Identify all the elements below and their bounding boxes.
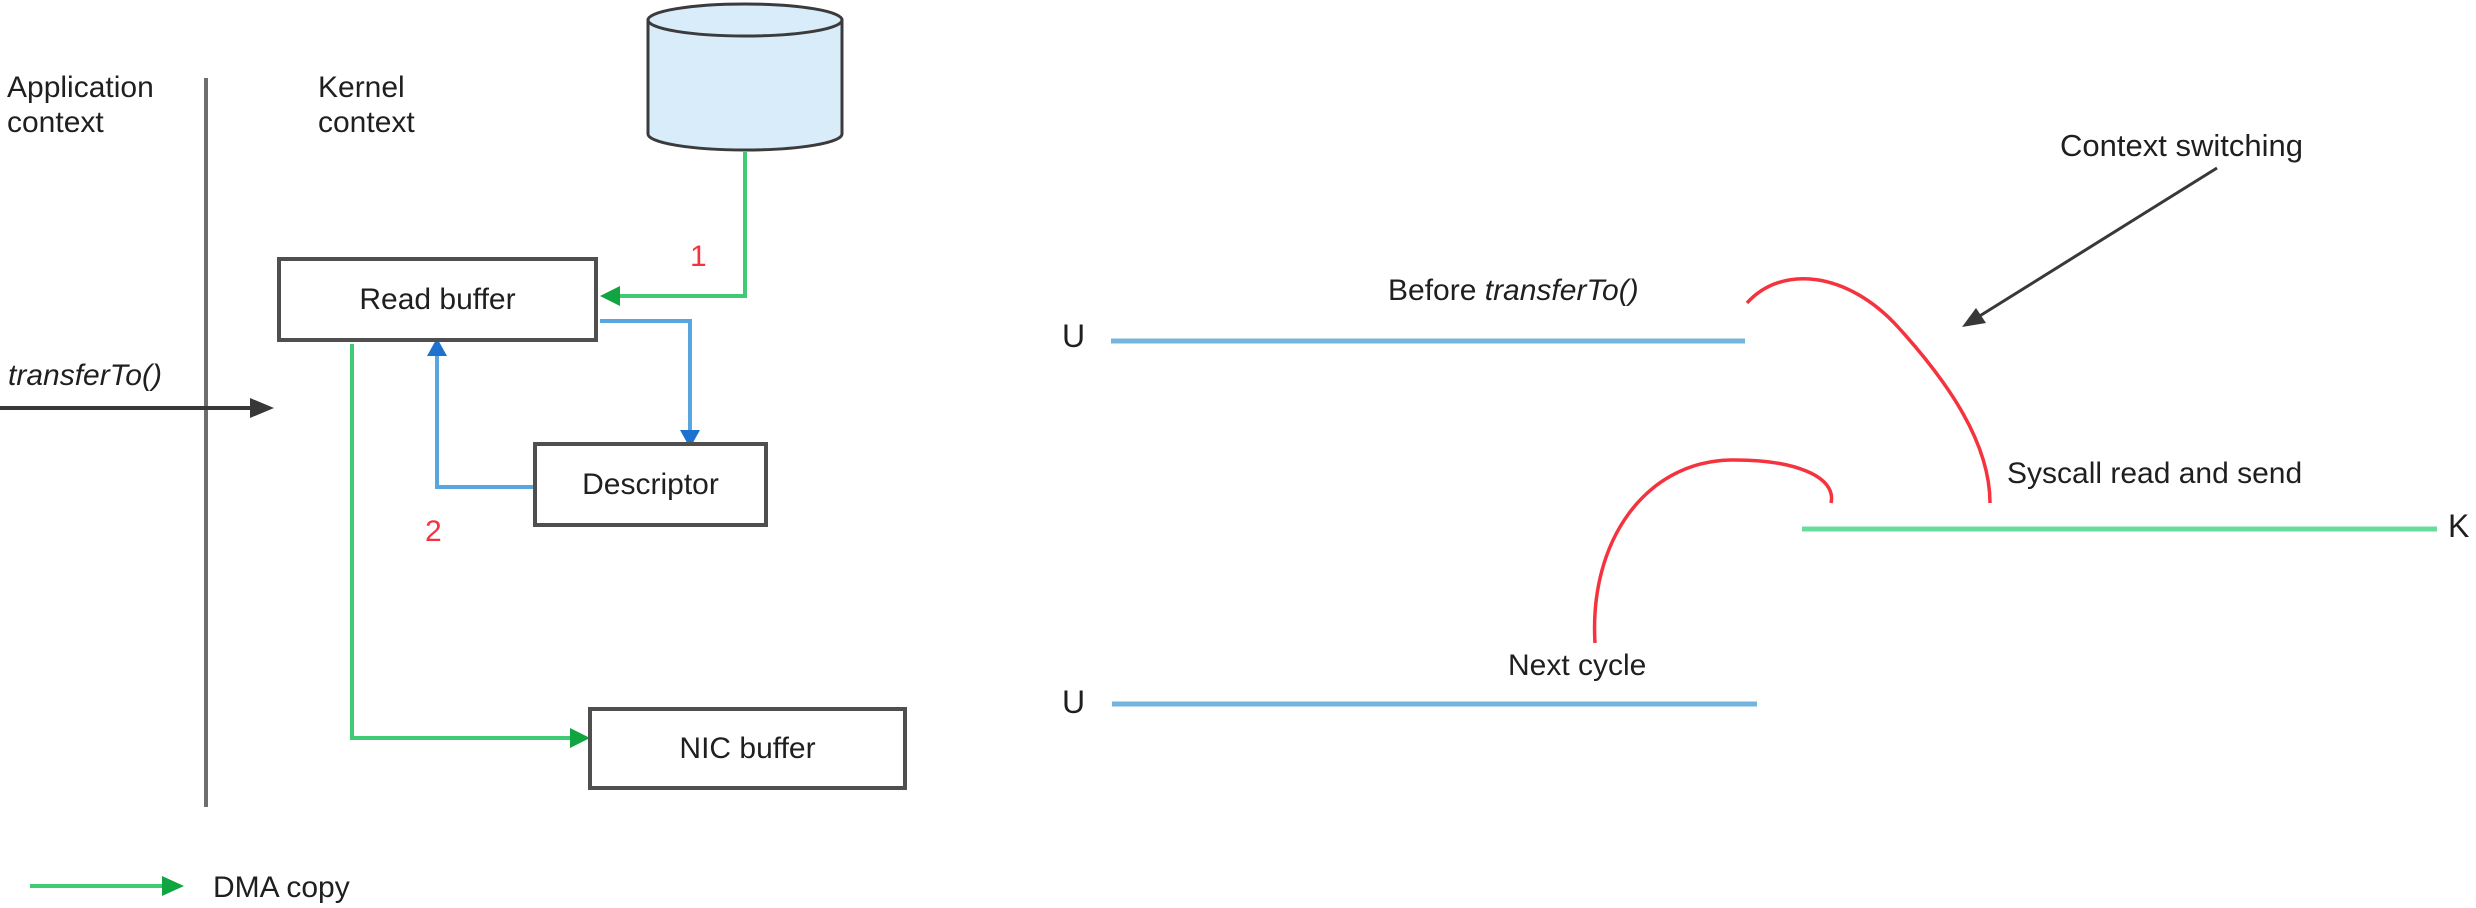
before-prefix-text: Before xyxy=(1388,274,1485,307)
kernel-context-line1: Kernel xyxy=(318,71,405,104)
kernel-mode-label: K xyxy=(2448,508,2470,544)
user-mode-label-2: U xyxy=(1062,684,1086,720)
nic-buffer-box: NIC buffer xyxy=(588,707,907,790)
dma-legend-arrow xyxy=(30,876,184,896)
disk-cylinder-body xyxy=(646,18,844,152)
nic-buffer-label: NIC buffer xyxy=(679,731,816,765)
transferto-call-arrow xyxy=(0,398,274,418)
application-context-line2: context xyxy=(7,106,104,139)
kernel-context-label: Kernel context xyxy=(318,70,415,140)
arrowhead-diagonal-icon xyxy=(1962,308,1986,327)
dma-copy-legend-label: DMA copy xyxy=(213,871,350,904)
arrowhead-right-icon xyxy=(162,876,184,896)
descriptor-label: Descriptor xyxy=(582,467,719,501)
next-cycle-label: Next cycle xyxy=(1508,649,1647,682)
descriptor-box: Descriptor xyxy=(533,442,768,527)
dma-arrow-disk-to-read-buffer xyxy=(600,152,747,306)
arrowhead-down-icon xyxy=(680,430,700,448)
read-buffer-box: Read buffer xyxy=(277,257,598,342)
arrowhead-right-icon xyxy=(250,398,274,418)
transferto-label: transferTo() xyxy=(8,359,162,392)
user-mode-label-1: U xyxy=(1062,318,1086,354)
application-context-line1: Application xyxy=(7,71,154,104)
read-buffer-label: Read buffer xyxy=(359,282,516,316)
context-switching-pointer-arrow xyxy=(1962,166,2218,327)
disk-cylinder-icon xyxy=(646,2,844,152)
step-1-label: 1 xyxy=(690,240,707,273)
context-switch-arc-kernel-to-user xyxy=(1592,458,1834,644)
before-transferto-label: Before transferTo() xyxy=(1388,273,1639,308)
context-switching-label: Context switching xyxy=(2060,128,2303,163)
arrow-read-buffer-to-descriptor xyxy=(600,319,700,448)
arrowhead-left-icon xyxy=(600,286,620,306)
step-2-label: 2 xyxy=(425,515,442,548)
before-method-text: transferTo() xyxy=(1484,274,1639,307)
context-switch-arc-user-to-kernel xyxy=(1745,277,1992,504)
disk-cylinder-top xyxy=(646,2,844,38)
syscall-read-send-label: Syscall read and send xyxy=(2007,457,2303,490)
arrowhead-up-icon xyxy=(427,338,447,356)
arrowhead-right-icon xyxy=(570,728,590,748)
arrow-descriptor-to-read-buffer xyxy=(427,338,533,489)
kernel-context-line2: context xyxy=(318,106,415,139)
dma-arrow-read-buffer-to-nic xyxy=(350,344,590,748)
application-context-label: Application context xyxy=(7,70,154,140)
